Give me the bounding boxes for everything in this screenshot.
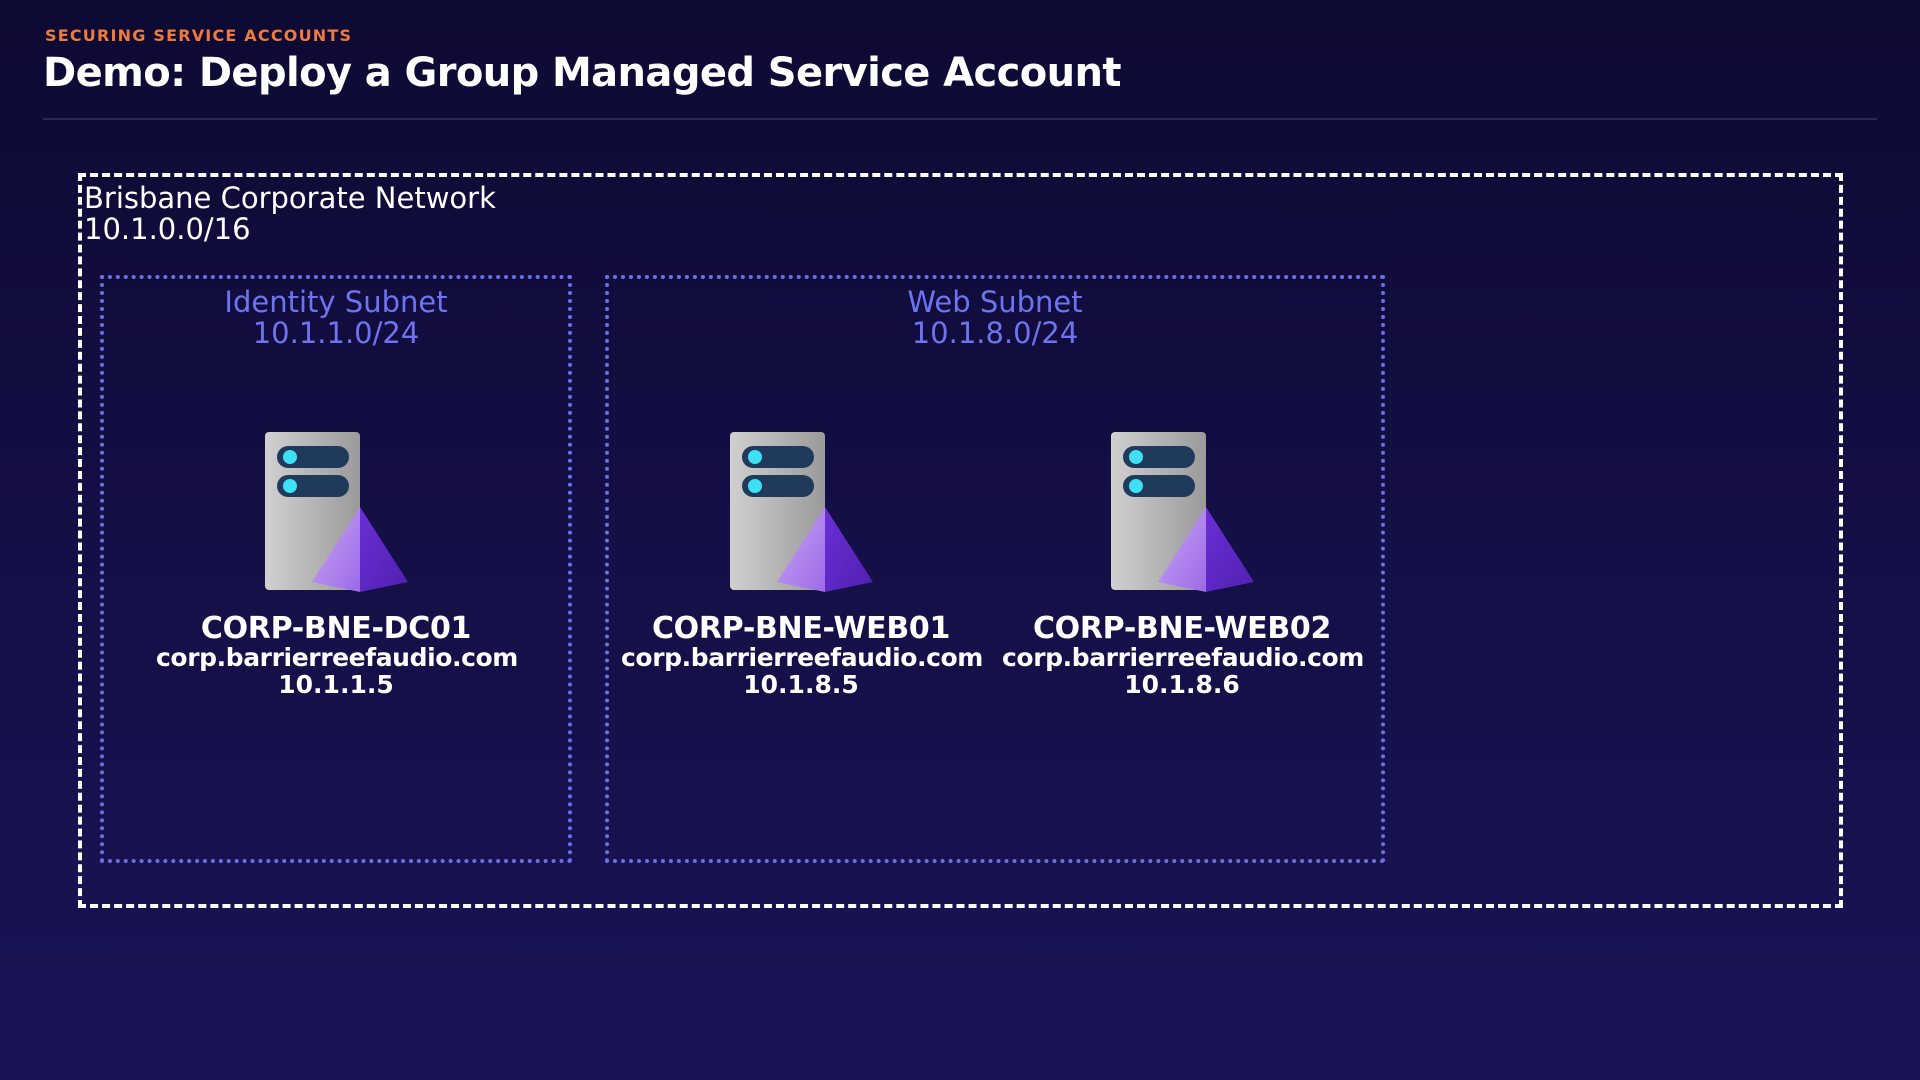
server-hostname: CORP-BNE-DC01 xyxy=(200,611,472,646)
network-boundary xyxy=(78,173,1843,908)
subnet-cidr: 10.1.8.0/24 xyxy=(911,316,1079,350)
section-eyebrow: SECURING SERVICE ACCOUNTS xyxy=(45,26,353,45)
network-name: Brisbane Corporate Network xyxy=(84,181,496,215)
web-subnet-label: Web Subnet 10.1.8.0/24 xyxy=(605,287,1385,349)
server-ip: 10.1.8.5 xyxy=(743,670,859,699)
identity-subnet-label: Identity Subnet 10.1.1.0/24 xyxy=(100,287,572,349)
title-divider xyxy=(43,118,1877,120)
server-hostname: CORP-BNE-WEB01 xyxy=(651,611,951,646)
server-hostname: CORP-BNE-WEB02 xyxy=(1032,611,1332,646)
server-domain: corp.barrierreefaudio.com xyxy=(621,643,983,672)
server-domain: corp.barrierreefaudio.com xyxy=(156,643,518,672)
server-icon xyxy=(730,432,880,592)
server-label-web02: CORP-BNE-WEB02 corp.barrierreefaudio.com… xyxy=(1002,611,1364,699)
server-label-web01: CORP-BNE-WEB01 corp.barrierreefaudio.com… xyxy=(621,611,983,699)
server-ip: 10.1.8.6 xyxy=(1124,670,1240,699)
identity-subnet-boundary xyxy=(100,275,572,863)
server-icon xyxy=(1111,432,1261,592)
web-subnet-boundary xyxy=(605,275,1385,863)
server-label-dc01: CORP-BNE-DC01 corp.barrierreefaudio.com … xyxy=(156,611,518,699)
server-icon xyxy=(265,432,415,592)
server-domain: corp.barrierreefaudio.com xyxy=(1002,643,1364,672)
slide-title: Demo: Deploy a Group Managed Service Acc… xyxy=(43,50,1122,96)
subnet-name: Identity Subnet xyxy=(224,285,448,319)
network-label: Brisbane Corporate Network 10.1.0.0/16 xyxy=(84,183,496,245)
network-cidr: 10.1.0.0/16 xyxy=(84,212,251,246)
subnet-name: Web Subnet xyxy=(907,285,1083,319)
subnet-cidr: 10.1.1.0/24 xyxy=(252,316,420,350)
server-ip: 10.1.1.5 xyxy=(278,670,394,699)
